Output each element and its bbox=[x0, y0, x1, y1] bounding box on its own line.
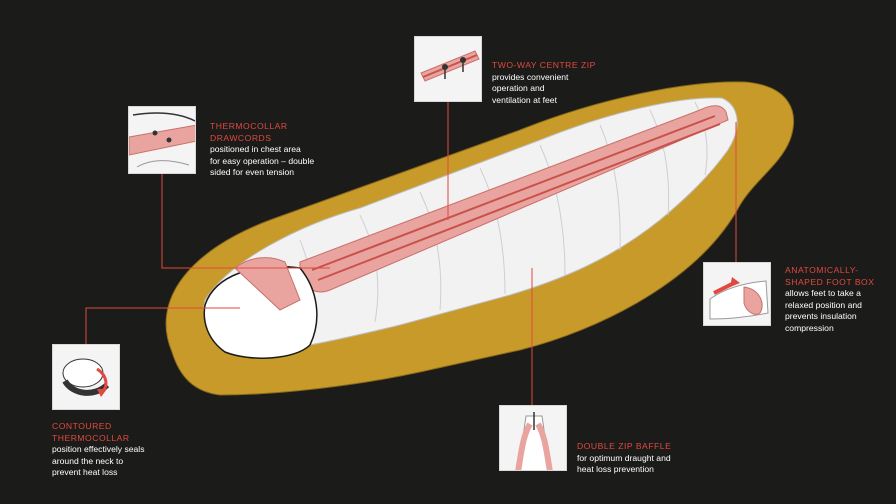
callout-thermocollar: CONTOURED THERMOCOLLAR position effectiv… bbox=[52, 421, 202, 479]
callout-description: positioned in chest area for easy operat… bbox=[210, 144, 315, 178]
callout-title: TWO-WAY CENTRE ZIP bbox=[492, 60, 596, 70]
callout-foot-box: ANATOMICALLY- SHAPED FOOT BOX allows fee… bbox=[785, 265, 893, 335]
leader-drawcords bbox=[161, 172, 330, 269]
callout-drawcords: THERMOCOLLAR DRAWCORDS positioned in che… bbox=[210, 121, 360, 179]
callout-title: ANATOMICALLY- SHAPED FOOT BOX bbox=[785, 265, 875, 287]
callout-zip-baffle: DOUBLE ZIP BAFFLE for optimum draught an… bbox=[577, 441, 717, 476]
callout-description: provides convenient operation and ventil… bbox=[492, 71, 569, 105]
footbox-detail-icon bbox=[709, 277, 769, 320]
callout-title: DOUBLE ZIP BAFFLE bbox=[577, 441, 672, 451]
footbox-thumbnail bbox=[703, 262, 771, 326]
callout-title: THERMOCOLLAR DRAWCORDS bbox=[210, 121, 288, 143]
callout-centre-zip: TWO-WAY CENTRE ZIP provides convenient o… bbox=[492, 60, 632, 106]
collar-thumbnail bbox=[52, 344, 120, 410]
callout-description: allows feet to take a relaxed position a… bbox=[785, 288, 862, 333]
callout-description: for optimum draught and heat loss preven… bbox=[577, 452, 671, 475]
centre-zip-stripes bbox=[311, 115, 721, 281]
drawcord-detail-icon bbox=[129, 112, 195, 168]
zip-detail-icon bbox=[420, 50, 480, 82]
leader-lines bbox=[85, 80, 737, 405]
drawcords-thumbnail bbox=[128, 106, 196, 174]
baffle-detail-icon bbox=[515, 412, 553, 470]
collar-detail-icon bbox=[62, 358, 110, 397]
zip-thumbnail bbox=[414, 36, 482, 102]
callout-title: CONTOURED THERMOCOLLAR bbox=[52, 421, 130, 443]
baffle-thumbnail bbox=[499, 405, 567, 471]
callout-description: position effectively seals around the ne… bbox=[52, 444, 145, 478]
leader-collar bbox=[85, 307, 240, 346]
collar-band bbox=[234, 257, 301, 311]
